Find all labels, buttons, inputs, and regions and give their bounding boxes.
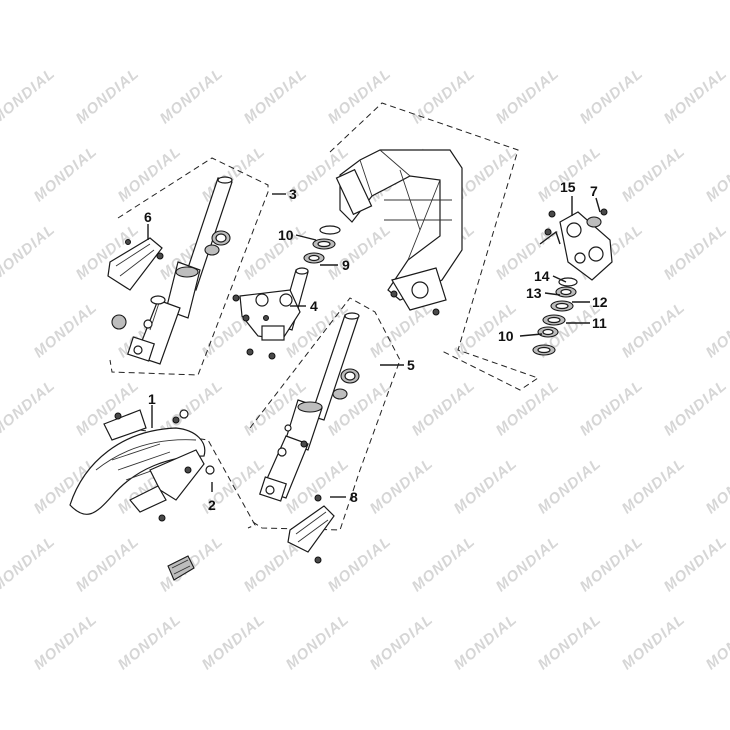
watermark-text: MONDIAL — [409, 377, 479, 440]
callout-15: 15 — [560, 179, 576, 195]
watermark-text: MONDIAL — [241, 65, 311, 128]
watermark-text: MONDIAL — [493, 377, 563, 440]
watermark-text: MONDIAL — [409, 65, 479, 128]
left-fork-leg — [127, 176, 233, 365]
watermark-text: MONDIAL — [451, 455, 521, 518]
watermark-text: MONDIAL — [31, 299, 101, 362]
steering-stem — [232, 267, 309, 360]
watermark-text: MONDIAL — [283, 611, 353, 674]
watermark-text: MONDIAL — [325, 533, 395, 596]
watermark-text: MONDIAL — [409, 533, 479, 596]
callout-13: 13 — [526, 285, 542, 301]
watermark-text: MONDIAL — [115, 611, 185, 674]
watermark-text: MONDIAL — [619, 611, 689, 674]
watermark-text: MONDIAL — [0, 221, 59, 284]
watermark-text: MONDIAL — [619, 143, 689, 206]
left-fork-bracket — [107, 237, 164, 291]
watermark-text: MONDIAL — [703, 455, 730, 518]
head-bearing-stack — [532, 277, 578, 356]
callout-14: 14 — [534, 268, 550, 284]
watermark-text: MONDIAL — [199, 611, 269, 674]
group-outline-right-fork — [249, 297, 401, 531]
callout-12: 12 — [592, 294, 608, 310]
callout-8: 8 — [350, 489, 358, 505]
left-fork-seals — [111, 230, 231, 330]
watermark-text: MONDIAL — [661, 533, 730, 596]
right-fork-leg — [259, 312, 360, 502]
watermark-text: MONDIAL — [577, 65, 647, 128]
right-fork-bracket — [287, 494, 335, 564]
upper-triple-clamp — [539, 208, 613, 281]
watermark-text: MONDIAL — [31, 611, 101, 674]
watermark-text: MONDIAL — [0, 377, 59, 440]
watermark-text: MONDIAL — [115, 143, 185, 206]
watermark-text: MONDIAL — [199, 143, 269, 206]
watermark-text: MONDIAL — [661, 221, 730, 284]
watermark-text: MONDIAL — [325, 65, 395, 128]
watermark-text: MONDIAL — [157, 65, 227, 128]
watermark-text: MONDIAL — [0, 65, 59, 128]
callout-2: 2 — [208, 497, 216, 513]
watermark-text: MONDIAL — [31, 143, 101, 206]
leader-lines — [147, 193, 601, 498]
watermark-text: MONDIAL — [493, 221, 563, 284]
watermark-text: MONDIAL — [703, 299, 730, 362]
watermark-text: MONDIAL — [367, 611, 437, 674]
callout-5: 5 — [407, 357, 415, 373]
watermark-text: MONDIAL — [493, 533, 563, 596]
callout-1: 1 — [148, 391, 156, 407]
watermark-text: MONDIAL — [577, 533, 647, 596]
right-fork-seals — [300, 368, 360, 448]
callout-10-head: 10 — [498, 328, 514, 344]
callout-3: 3 — [289, 186, 297, 202]
watermark-text: MONDIAL — [73, 533, 143, 596]
watermark-text: MONDIAL — [0, 533, 59, 596]
watermark-text: MONDIAL — [577, 377, 647, 440]
watermark-text: MONDIAL — [367, 299, 437, 362]
watermark-text: MONDIAL — [703, 611, 730, 674]
callout-9: 9 — [342, 257, 350, 273]
watermark-text: MONDIAL — [451, 611, 521, 674]
callout-10-stem: 10 — [278, 227, 294, 243]
stem-bearing-rings — [303, 225, 341, 264]
motorcycle-frame — [335, 149, 463, 316]
fender-reflector — [167, 555, 195, 581]
callout-11: 11 — [592, 315, 607, 331]
watermark-text: MONDIAL — [661, 65, 730, 128]
group-outline-left-fork — [109, 157, 269, 376]
callout-labels: 1 2 3 4 5 6 7 8 9 10 10 11 12 13 14 15 — [144, 179, 608, 513]
watermark-text: MONDIAL — [493, 65, 563, 128]
watermark-text: MONDIAL — [73, 65, 143, 128]
callout-7: 7 — [590, 183, 598, 199]
watermark-text: MONDIAL — [367, 455, 437, 518]
watermark-text: MONDIAL — [619, 299, 689, 362]
watermark-text: MONDIAL — [661, 377, 730, 440]
watermark-text: MONDIAL — [703, 143, 730, 206]
watermark-text: MONDIAL — [535, 455, 605, 518]
group-outline-frame — [329, 102, 540, 391]
front-fender — [69, 409, 215, 522]
callout-4: 4 — [310, 298, 318, 314]
callout-6: 6 — [144, 209, 152, 225]
watermark-text: MONDIAL — [535, 611, 605, 674]
watermark-text: MONDIAL — [619, 455, 689, 518]
